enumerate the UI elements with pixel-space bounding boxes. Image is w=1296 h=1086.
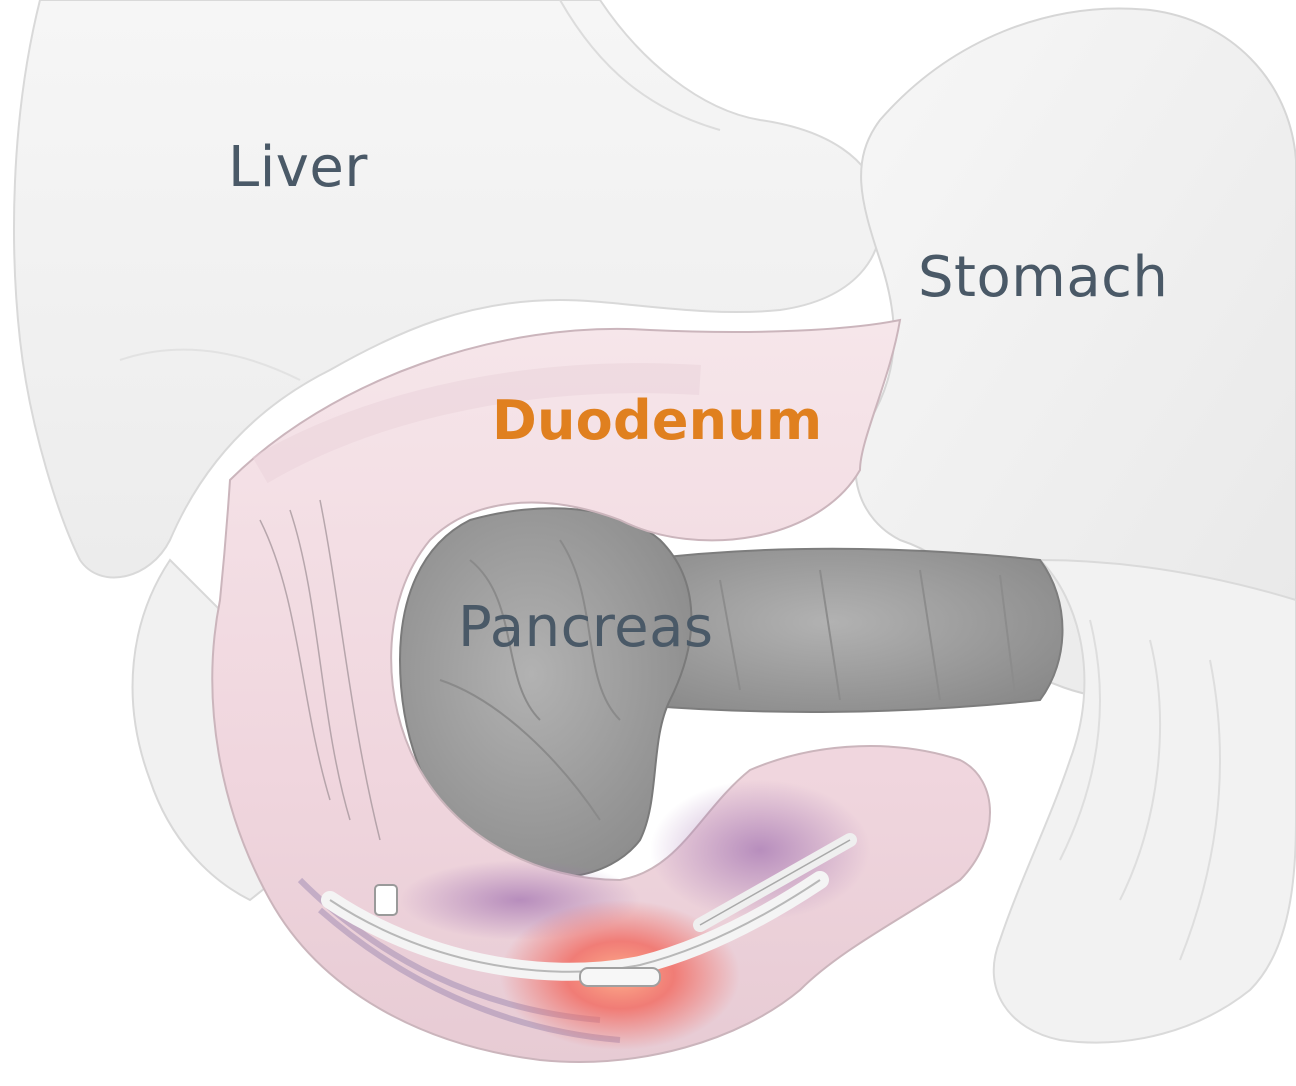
duodenum-label: Duodenum xyxy=(492,394,822,448)
pancreas-label: Pancreas xyxy=(458,600,714,656)
liver-label: Liver xyxy=(228,140,368,196)
stomach-label: Stomach xyxy=(918,250,1168,306)
